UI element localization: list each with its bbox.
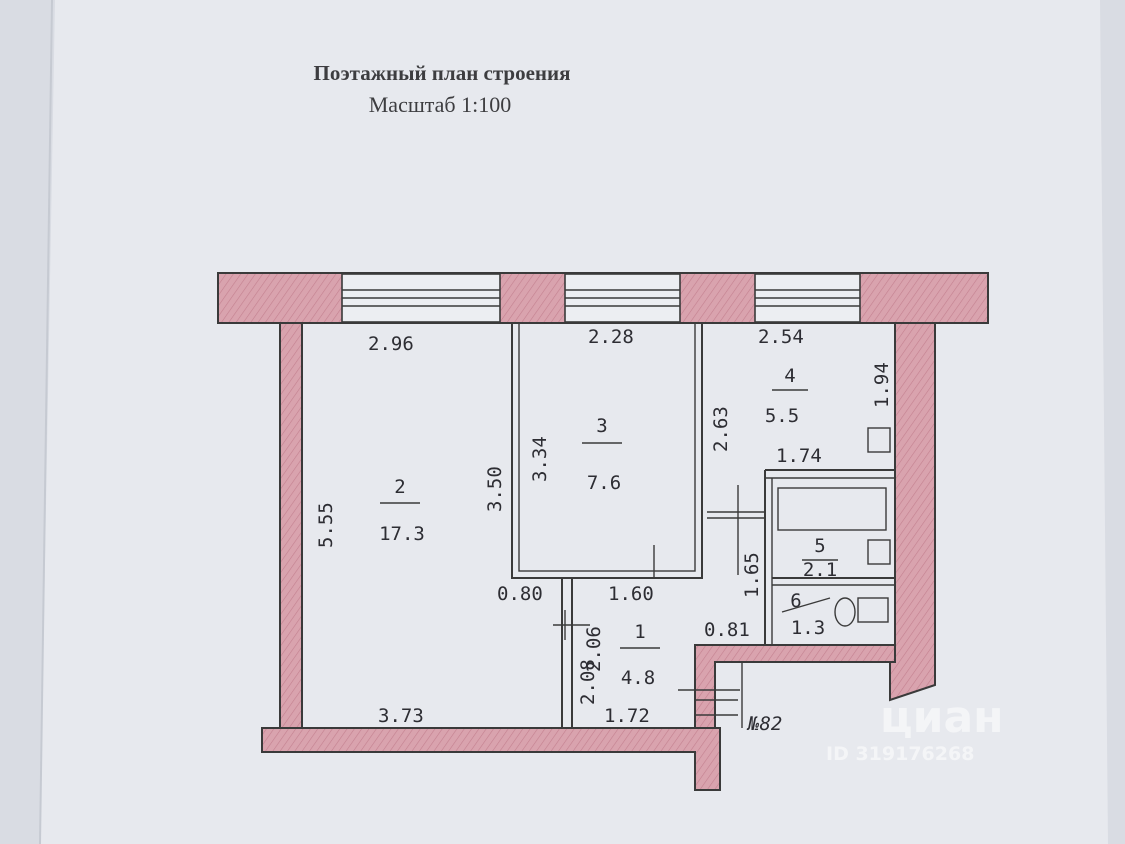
dim-corridor-side: 2.06 <box>583 626 605 672</box>
dim-room2-top: 2.96 <box>368 333 414 355</box>
window-3 <box>754 273 861 323</box>
watermark: циан ID 319176268 <box>826 692 1004 765</box>
sink-bath <box>867 539 891 565</box>
room5-number: 5 <box>814 535 825 557</box>
watermark-id: ID 319176268 <box>826 743 974 765</box>
watermark-brand: циан <box>880 692 1004 743</box>
room2-area: 17.3 <box>379 523 425 545</box>
toilet-bowl <box>834 597 856 627</box>
bottom-wall <box>262 728 720 790</box>
partitions <box>261 322 895 752</box>
left-wall <box>280 323 302 728</box>
room1-area: 4.8 <box>621 667 655 689</box>
dim-bath-side: 1.65 <box>741 552 763 598</box>
plan-scale: Масштаб 1:100 <box>369 92 511 117</box>
bathtub <box>777 487 887 531</box>
dim-corridor-left: 2.08 <box>577 659 599 705</box>
dim-room2-left: 5.55 <box>315 502 337 548</box>
room4-area: 5.5 <box>765 405 799 427</box>
dim-room2-right: 3.50 <box>484 466 506 512</box>
apartment-number: №82 <box>746 713 782 735</box>
dim-room3-top: 2.28 <box>588 326 634 348</box>
walls <box>217 272 989 791</box>
window-1 <box>341 273 501 323</box>
dimension-labels: 2.96 2.28 2.54 1.94 1.74 3.34 3.50 5.55 … <box>315 326 893 727</box>
plan-title: Поэтажный план строения <box>314 61 571 85</box>
dim-room3-bottom: 1.60 <box>608 583 654 605</box>
room1-number: 1 <box>634 621 645 643</box>
dim-corridor-bottom: 1.72 <box>604 705 650 727</box>
toilet-tank <box>857 597 889 623</box>
room5-area: 2.1 <box>803 559 837 581</box>
sink-kitchen <box>867 427 891 453</box>
dim-door-right: 0.81 <box>704 619 750 641</box>
room6-number: 6 <box>790 590 801 612</box>
room6-area: 1.3 <box>791 617 825 639</box>
window-2 <box>564 273 681 323</box>
room2-number: 2 <box>394 476 405 498</box>
dim-room2-bottom: 3.73 <box>378 705 424 727</box>
dim-room4-top: 2.54 <box>758 326 804 348</box>
right-wall <box>890 323 935 700</box>
dim-room4-bottom: 1.74 <box>776 445 822 467</box>
room4-number: 4 <box>784 365 795 387</box>
dim-room4-side: 1.94 <box>871 362 893 408</box>
room-labels: 2 17.3 3 7.6 4 5.5 5 2.1 6 1.3 1 4.8 <box>379 365 838 689</box>
dim-room3-left: 3.34 <box>529 436 551 482</box>
dim-door-left: 0.80 <box>497 583 543 605</box>
room3-area: 7.6 <box>587 472 621 494</box>
dim-room3-right: 2.63 <box>710 406 732 452</box>
room3-number: 3 <box>596 415 607 437</box>
